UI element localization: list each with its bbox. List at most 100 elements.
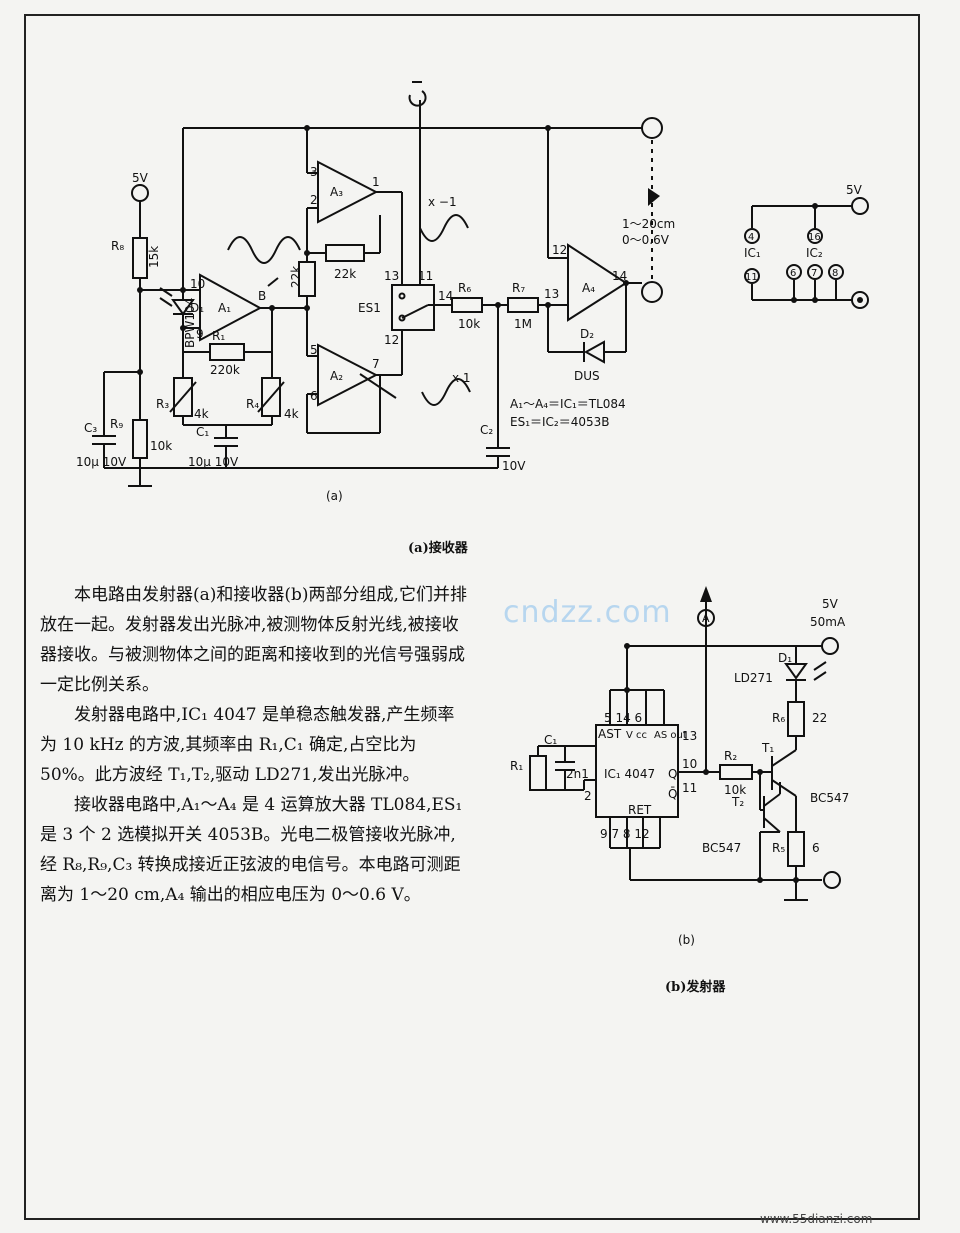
label-a2: A₂: [330, 369, 343, 383]
label-r1: R₁: [510, 759, 523, 773]
label-d2: D₂: [580, 327, 594, 341]
sub-label-a: (a): [326, 489, 343, 503]
label-r7: R₇: [512, 281, 525, 295]
label-vcc: V cc: [626, 730, 647, 741]
pin-12b: 12: [552, 243, 567, 257]
label-r8: R₈: [111, 239, 124, 253]
label-ast: AST: [598, 727, 622, 741]
pin-13: 13: [384, 269, 399, 283]
label-r7-value: 1M: [514, 317, 532, 331]
label-a4: A₄: [582, 281, 595, 295]
pins-top: 5 14 6: [604, 711, 642, 725]
label-r3: R₃: [156, 397, 169, 411]
pin-10: 10: [190, 277, 205, 291]
ic-label-ic2: IC₂: [806, 246, 823, 260]
pin-12: 12: [384, 333, 399, 347]
pin-14: 14: [438, 289, 453, 303]
label-distance: 1～20cm: [622, 217, 675, 231]
label-c1-value: 10μ 10V: [188, 455, 239, 469]
label-asout: AS out: [654, 730, 687, 741]
pin-11: 11: [418, 269, 433, 283]
page-frame: [24, 14, 920, 1220]
pin-10: 10: [682, 757, 697, 771]
label-c1: C₁: [196, 425, 209, 439]
label-d1: D₁: [190, 301, 204, 315]
paragraph-2: 发射器电路中,IC₁ 4047 是单稳态触发器,产生频率为 10 kHz 的方波…: [40, 705, 455, 785]
ic-label-v5: 5V: [846, 183, 863, 197]
label-es1: ES1: [358, 301, 381, 315]
pins-bottom: 9 7 8 12: [600, 827, 650, 841]
pin-14b: 14: [612, 269, 627, 283]
label-v5: 5V: [132, 171, 149, 185]
pin-9: 9: [196, 327, 204, 341]
label-ld271: LD271: [734, 671, 773, 685]
paragraph-3: 接收器电路中,A₁～A₄ 是 4 运算放大器 TL084,ES₁ 是 3 个 2…: [40, 795, 463, 905]
body-text: 本电路由发射器(a)和接收器(b)两部分组成,它们并排放在一起。发射器发出光脉冲…: [40, 580, 470, 910]
pin-2: 2: [310, 193, 318, 207]
label-c2-value: 10V: [502, 459, 526, 473]
label-t1: T₁: [761, 741, 774, 755]
label-bc547-1: BC547: [810, 791, 849, 805]
label-t2: T₂: [731, 795, 744, 809]
label-a3: A₃: [330, 185, 343, 199]
pin-11: 11: [682, 781, 697, 795]
pin-7: 7: [372, 357, 380, 371]
label-x-minus-1: x −1: [428, 195, 457, 209]
pin-2: 2: [584, 789, 592, 803]
caption-transmitter: (b)发射器: [665, 980, 726, 995]
label-22k-a: 22k: [289, 266, 303, 288]
label-r2: R₂: [724, 749, 737, 763]
label-r6: R₆: [772, 711, 785, 725]
label-c2: C₂: [480, 423, 493, 437]
label-5v: 5V: [822, 597, 839, 611]
label-50ma: 50mA: [810, 615, 846, 629]
ic-pin-11: 11: [745, 272, 758, 283]
label-r8-value: 15k: [147, 246, 161, 268]
label-ic-4047: IC₁ 4047: [604, 767, 655, 781]
receiver-schematic: 5V R₈ 15k D₁ BPW104 A₁ B 10 9 R₁ 220k R₃…: [76, 81, 869, 503]
footer-url: www.55dianzi.com: [760, 1212, 873, 1226]
label-r6-value: 22: [812, 711, 827, 725]
label-a-node: A: [702, 612, 710, 625]
label-r4: R₄: [246, 397, 259, 411]
label-r6: R₆: [458, 281, 471, 295]
label-c1-value: 2n1: [566, 767, 589, 781]
note-tl084: A₁～A₄＝IC₁＝TL084: [510, 397, 626, 411]
label-voltage: 0～0.6V: [622, 233, 670, 247]
label-dus: DUS: [574, 369, 600, 383]
ic-pin-8: 8: [832, 268, 838, 279]
label-bpw104: BPW104: [183, 298, 197, 348]
label-b: B: [258, 289, 266, 303]
ic-pin-7: 7: [811, 268, 817, 279]
label-r9-value: 10k: [150, 439, 172, 453]
label-r6-value: 10k: [458, 317, 480, 331]
label-r2-value: 10k: [724, 783, 746, 797]
caption-receiver: (a)接收器: [408, 541, 468, 556]
label-r3-value: 4k: [194, 407, 209, 421]
label-r5: R₅: [772, 841, 785, 855]
label-ret: RET: [628, 803, 652, 817]
label-q: Q: [668, 767, 677, 781]
label-a1: A₁: [218, 301, 231, 315]
ic-pin-6: 6: [790, 268, 796, 279]
pin-3: 3: [310, 165, 318, 179]
ic-pin-16: 16: [808, 232, 821, 243]
label-r1: R₁: [212, 329, 225, 343]
label-r1-value: 220k: [210, 363, 240, 377]
watermark: cndzz.com: [503, 595, 672, 630]
note-4053b: ES₁＝IC₂＝4053B: [510, 415, 610, 429]
label-c1: C₁: [544, 733, 557, 747]
label-r9: R₉: [110, 417, 123, 431]
ic-pin-4: 4: [748, 232, 754, 243]
pin-13b: 13: [544, 287, 559, 301]
pin-13: 13: [682, 729, 697, 743]
label-d1: D₁: [778, 651, 792, 665]
sub-label-b: (b): [678, 933, 695, 947]
pin-1: 1: [372, 175, 380, 189]
ic-label-ic1: IC₁: [744, 246, 761, 260]
label-c3-value: 10μ 10V: [76, 455, 127, 469]
pin-5: 5: [310, 343, 318, 357]
pin-6: 6: [310, 389, 318, 403]
label-x-1: x 1: [452, 371, 471, 385]
label-q-bar: Q̄: [668, 787, 677, 801]
